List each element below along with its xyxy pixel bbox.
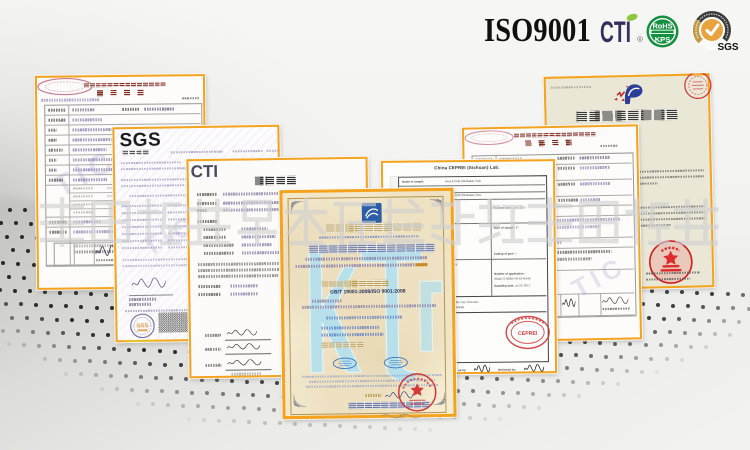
svg-text:SGS: SGS xyxy=(136,323,148,329)
svg-text:R: R xyxy=(639,37,642,41)
svg-text:KPS: KPS xyxy=(655,35,671,44)
svg-text:CEPREI: CEPREI xyxy=(518,331,538,337)
svg-text:SGS: SGS xyxy=(717,42,738,53)
svg-text:RoHS: RoHS xyxy=(652,22,672,31)
